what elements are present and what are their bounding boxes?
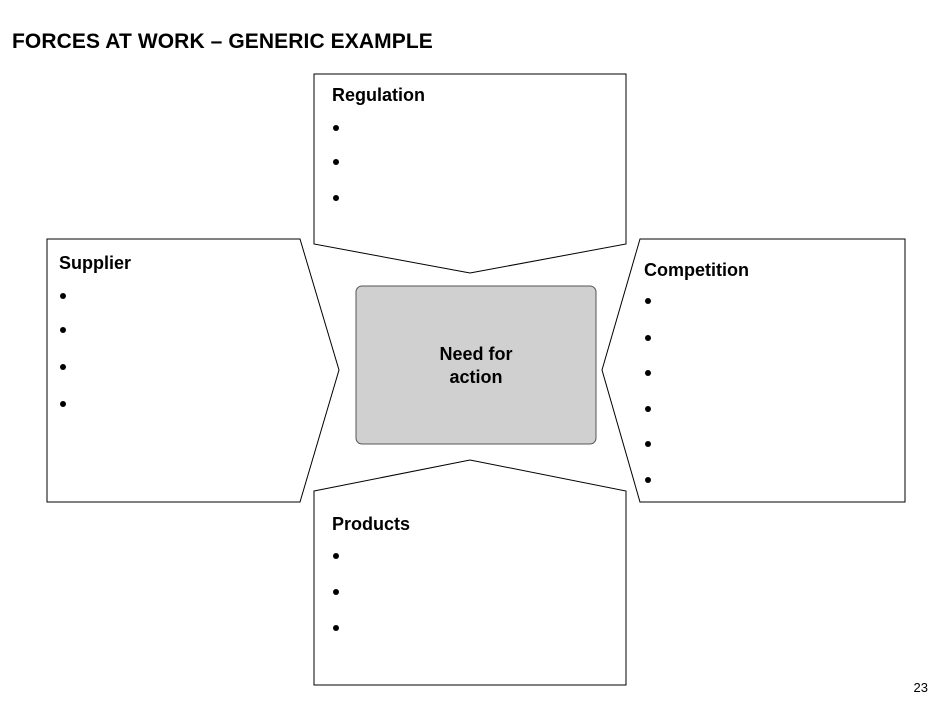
page-number: 23: [913, 680, 928, 695]
competition-bullet: [645, 370, 651, 376]
supplier-label: Supplier: [59, 253, 132, 273]
supplier-bullet: [60, 293, 66, 299]
competition-bullet: [645, 406, 651, 412]
regulation-bullet: [333, 125, 339, 131]
supplier-box: [46, 238, 340, 503]
competition-box: [601, 238, 906, 503]
products-box: [313, 459, 627, 686]
need-for-action-line1: Need for: [439, 344, 513, 364]
products-bullet: [333, 553, 339, 559]
need-for-action-box: [355, 285, 597, 445]
competition-bullet: [645, 335, 651, 341]
products-bullet: [333, 589, 339, 595]
competition-bullet: [645, 477, 651, 483]
supplier-bullet: [60, 364, 66, 370]
competition-bullet: [645, 441, 651, 447]
products-label: Products: [332, 514, 411, 534]
regulation-label: Regulation: [332, 85, 425, 105]
regulation-bullet: [333, 159, 339, 165]
slide-title: FORCES AT WORK – GENERIC EXAMPLE: [12, 30, 433, 53]
need-for-action-line2: action: [449, 367, 503, 387]
supplier-bullet: [60, 327, 66, 333]
products-bullet: [333, 625, 339, 631]
competition-bullet: [645, 298, 651, 304]
need-for-action-label: Need for action: [356, 343, 596, 389]
supplier-bullet: [60, 401, 66, 407]
regulation-box: [313, 73, 627, 274]
competition-label: Competition: [644, 260, 749, 280]
regulation-bullet: [333, 195, 339, 201]
